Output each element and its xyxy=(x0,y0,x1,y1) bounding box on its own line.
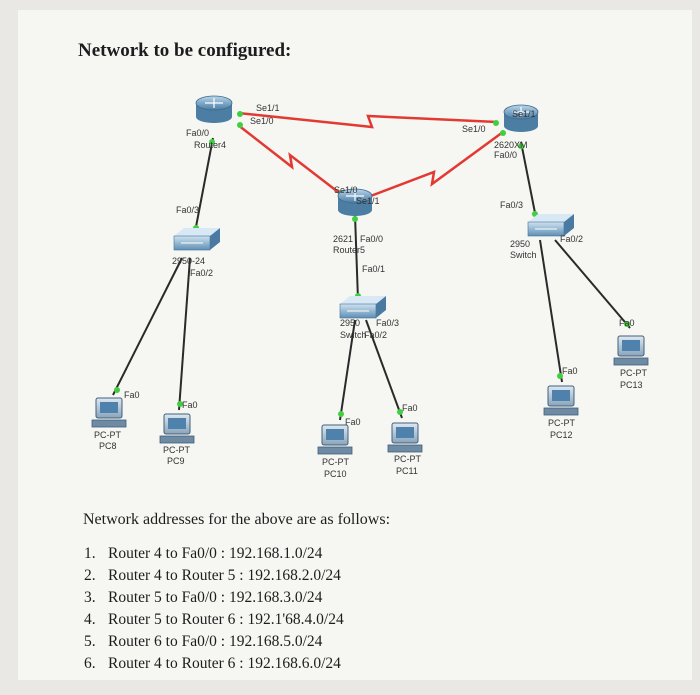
pc11-name: PC11 xyxy=(396,466,418,476)
pc12-name: PC12 xyxy=(550,430,573,440)
switch-left-model: 2950-24 xyxy=(172,256,205,266)
link-switch-left-pc8 xyxy=(112,257,183,396)
router4-port-se1-1: Se1/1 xyxy=(256,103,280,113)
link-router6-switch-right xyxy=(520,141,537,219)
switch-mid-icon xyxy=(339,296,386,319)
router5-model: 2621 xyxy=(333,234,353,244)
address-item-number: 6. xyxy=(84,655,96,672)
router6-icon xyxy=(503,104,539,132)
address-item-text: Router 4 to Fa0/0 : 192.168.1.0/24 xyxy=(108,545,323,562)
pc9-type: PC-PT xyxy=(163,445,191,455)
address-item-number: 2. xyxy=(84,567,96,584)
address-item-number: 4. xyxy=(84,611,96,628)
address-item-number: 5. xyxy=(84,633,96,650)
address-item-text: Router 5 to Router 6 : 192.1'68.4.0/24 xyxy=(108,611,344,628)
router4-icon xyxy=(195,95,233,123)
pc10-type: PC-PT xyxy=(322,457,350,467)
link-switch-left-pc9 xyxy=(178,257,191,411)
pc11-icon xyxy=(387,422,423,453)
pc8-port: Fa0 xyxy=(124,390,140,400)
link-router5-switch-mid xyxy=(354,214,359,301)
switch-mid-name: Switch xyxy=(340,330,367,340)
pc9-port: Fa0 xyxy=(182,400,198,410)
switch-left-port-fa0-2: Fa0/2 xyxy=(190,268,213,278)
pc11-type: PC-PT xyxy=(394,454,422,464)
addresses-heading: Network addresses for the above are as f… xyxy=(83,511,391,528)
pc9-icon xyxy=(159,413,195,444)
address-item: 5. Router 6 to Fa0/0 : 192.168.5.0/24 xyxy=(84,631,344,653)
pc11-port: Fa0 xyxy=(402,403,418,413)
switch-mid-port-fa0-3: Fa0/3 xyxy=(376,318,399,328)
address-item: 1. Router 4 to Fa0/0 : 192.168.1.0/24 xyxy=(84,543,344,565)
router5-port-fa0-0: Fa0/0 xyxy=(360,234,383,244)
page-title: Network to be configured: xyxy=(78,40,292,61)
router6-port-se1-0: Se1/0 xyxy=(462,124,486,134)
link-switch-mid-pc10 xyxy=(339,319,356,421)
link-router4-switch-left xyxy=(194,137,214,233)
link-switch-mid-pc11 xyxy=(365,319,403,419)
switch-right-port-fa0-2: Fa0/2 xyxy=(560,234,583,244)
serial-link-router4-router6 xyxy=(237,111,498,129)
pc8-type: PC-PT xyxy=(94,430,122,440)
address-item-number: 3. xyxy=(84,589,96,606)
router5-port-se1-1: Se1/1 xyxy=(356,196,380,206)
address-item-text: Router 6 to Fa0/0 : 192.168.5.0/24 xyxy=(108,633,323,650)
address-list: 1. Router 4 to Fa0/0 : 192.168.1.0/24 2. R… xyxy=(84,543,344,675)
switch-mid-model: 2950 xyxy=(340,318,360,328)
address-item: 2. Router 4 to Router 5 : 192.168.2.0/24 xyxy=(84,565,344,587)
pc8-name: PC8 xyxy=(99,441,117,451)
router4-port-fa0-3: Fa0/3 xyxy=(176,205,199,215)
switch-left-icon xyxy=(173,228,220,251)
router5-port-fa0-1: Fa0/1 xyxy=(362,264,385,274)
pc12-type: PC-PT xyxy=(548,418,576,428)
address-item: 6. Router 4 to Router 6 : 192.168.6.0/24 xyxy=(84,653,344,675)
pc10-icon xyxy=(317,424,353,455)
address-item-number: 1. xyxy=(84,545,96,562)
pc9-name: PC9 xyxy=(167,456,185,466)
link-switch-right-pc12 xyxy=(539,239,563,383)
serial-link-router5-router6 xyxy=(367,130,504,199)
router6-port-se1-1: Se1/1 xyxy=(512,109,536,119)
pc13-port: Fa0 xyxy=(619,318,635,328)
router4-port-fa0-0: Fa0/0 xyxy=(186,128,209,138)
router4-name: Router4 xyxy=(194,140,226,150)
pc12-port: Fa0 xyxy=(562,366,578,376)
address-item-text: Router 4 to Router 6 : 192.168.6.0/24 xyxy=(108,655,341,672)
document-page xyxy=(18,10,692,680)
router5-name: Router5 xyxy=(333,245,365,255)
pc10-port: Fa0 xyxy=(345,417,361,427)
address-item-text: Router 4 to Router 5 : 192.168.2.0/24 xyxy=(108,567,341,584)
router6-model: 2620XM xyxy=(494,140,528,150)
switch-right-model: 2950 xyxy=(510,239,530,249)
pc13-type: PC-PT xyxy=(620,368,648,378)
router4-port-se1-0: Se1/0 xyxy=(250,116,274,126)
address-item-text: Router 5 to Fa0/0 : 192.168.3.0/24 xyxy=(108,589,323,606)
switch-right-name: Switch xyxy=(510,250,537,260)
pc12-icon xyxy=(543,385,579,416)
pc8-icon xyxy=(91,397,127,428)
router5-port-se1-0: Se1/0 xyxy=(334,185,358,195)
network-diagram: Se1/1 Se1/0 Fa0/0 Router4 Fa0/3 Se1/1 Se… xyxy=(91,95,649,479)
address-item: 3. Router 5 to Fa0/0 : 192.168.3.0/24 xyxy=(84,587,344,609)
pc13-icon xyxy=(613,335,649,366)
pc10-name: PC10 xyxy=(324,469,347,479)
pc13-name: PC13 xyxy=(620,380,643,390)
switch-mid-port-fa0-2: Fa0/2 xyxy=(364,330,387,340)
router6-port-fa0-0: Fa0/0 xyxy=(494,150,517,160)
link-switch-right-pc13 xyxy=(554,239,631,329)
switch-right-icon xyxy=(527,214,574,237)
serial-link-router4-router5 xyxy=(237,124,343,196)
address-item: 4. Router 5 to Router 6 : 192.1'68.4.0/24 xyxy=(84,609,344,631)
router6-port-fa0-3: Fa0/3 xyxy=(500,200,523,210)
router5-icon xyxy=(337,188,373,216)
